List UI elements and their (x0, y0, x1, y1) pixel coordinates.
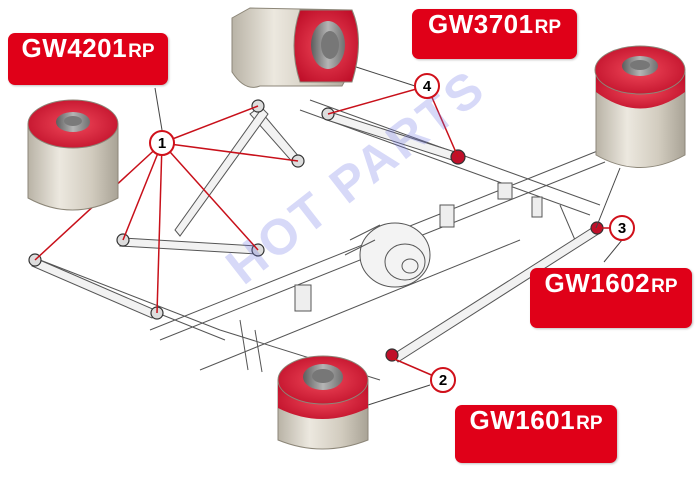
label-connectors (154, 64, 623, 406)
part-suffix: RP (651, 276, 678, 297)
part-suffix: RP (534, 17, 561, 38)
leader-lines (34, 85, 622, 381)
callout-2: 2 (430, 367, 456, 393)
part-suffix: RP (128, 41, 155, 62)
part-suffix: RP (576, 413, 603, 434)
bushing-image-gw1601 (277, 355, 369, 450)
part-code: GW1602 (544, 268, 651, 298)
part-code: GW3701 (427, 9, 534, 39)
part-code: GW1601 (469, 405, 576, 435)
callout-1: 1 (149, 130, 175, 156)
bushing-image-gw4201 (27, 99, 119, 211)
callout-4: 4 (414, 73, 440, 99)
part-code: GW4201 (21, 33, 128, 63)
bushing-image-gw1602 (594, 45, 686, 168)
callout-3: 3 (609, 215, 635, 241)
bushing-image-gw3701 (231, 7, 359, 88)
